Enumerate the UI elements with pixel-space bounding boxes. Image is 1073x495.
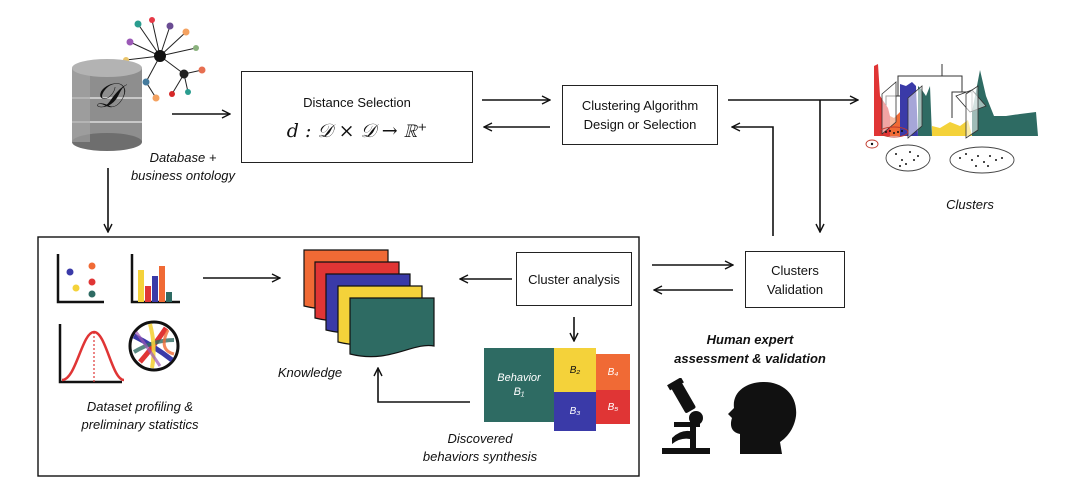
microscope-icon — [662, 378, 710, 454]
expert-icons — [662, 378, 797, 454]
synthesis-label: Discovered behaviors synthesis — [400, 430, 560, 466]
arrow-validation-to-algo — [732, 127, 774, 236]
profiling-label-line2: preliminary statistics — [81, 417, 199, 432]
distribution-curve-icon — [58, 324, 125, 384]
behavior-b1-subscript: B₁ — [513, 386, 525, 398]
behavior-b4-label: B₄ — [607, 366, 619, 378]
clusters-validation-line2: Validation — [766, 281, 824, 297]
cluster-analysis-box[interactable]: Cluster analysis — [516, 252, 632, 306]
profiling-label: Dataset profiling & preliminary statisti… — [40, 398, 240, 434]
arrow-synthesis-to-knowledge — [378, 368, 470, 403]
behavior-b2-block: B₂ — [554, 348, 596, 392]
synthesis-label-line1: Discovered — [447, 431, 513, 446]
profiling-label-line1: Dataset profiling & — [86, 399, 194, 414]
cluster-analysis-label: Cluster analysis — [528, 271, 620, 287]
clusters-validation-line1: Clusters — [771, 262, 819, 278]
behavior-b5-label: B₅ — [607, 401, 619, 413]
clusters-label: Clusters — [946, 197, 994, 212]
analysis-container — [37, 236, 640, 477]
chord-diagram-icon — [128, 320, 180, 372]
scatter-plot-icon — [56, 254, 104, 304]
clustering-algorithm-box[interactable]: Clustering Algorithm Design or Selection — [562, 85, 718, 145]
profiling-icons — [56, 254, 180, 384]
database-symbol: 𝒟 — [94, 76, 122, 116]
ontology-graph-icon — [123, 17, 206, 102]
database-cylinder — [72, 59, 142, 151]
expert-label-line2: assessment & validation — [674, 351, 826, 366]
database-icon — [72, 17, 206, 151]
knowledge-label: Knowledge — [277, 365, 343, 380]
knowledge-stack-icon — [303, 249, 435, 358]
clustering-algorithm-line2: Design or Selection — [583, 117, 697, 132]
behavior-b4-block: B₄ — [596, 354, 630, 390]
clusters-validation-box[interactable]: Clusters Validation — [745, 251, 845, 308]
bar-chart-icon — [130, 254, 180, 304]
expert-label-line1: Human expert — [706, 332, 794, 347]
expert-label: Human expert assessment & validation — [660, 330, 840, 368]
synthesis-label-line2: behaviors synthesis — [422, 449, 538, 464]
human-head-icon — [728, 382, 797, 454]
behavior-b3-label: B₃ — [569, 406, 581, 417]
database-label-line1: Database + — [149, 150, 217, 165]
distance-selection-box[interactable]: Distance Selection d : 𝒟 × 𝒟 → ℝ⁺ — [241, 71, 473, 163]
database-label: Database + business ontology — [108, 149, 258, 185]
behavior-b3-block: B₃ — [554, 392, 596, 431]
distance-formula: d : 𝒟 × 𝒟 → ℝ⁺ — [286, 120, 428, 142]
behavior-b2-label: B₂ — [569, 364, 581, 376]
database-label-line2: business ontology — [130, 168, 236, 183]
distance-selection-title: Distance Selection — [303, 95, 411, 110]
clusters-illustration — [865, 64, 1038, 174]
behavior-b5-block: B₅ — [596, 390, 630, 424]
behavior-b1-block: Behavior B₁ — [484, 348, 554, 422]
clustering-algorithm-line1: Clustering Algorithm — [581, 98, 699, 113]
behavior-b1-label: Behavior — [497, 372, 541, 384]
